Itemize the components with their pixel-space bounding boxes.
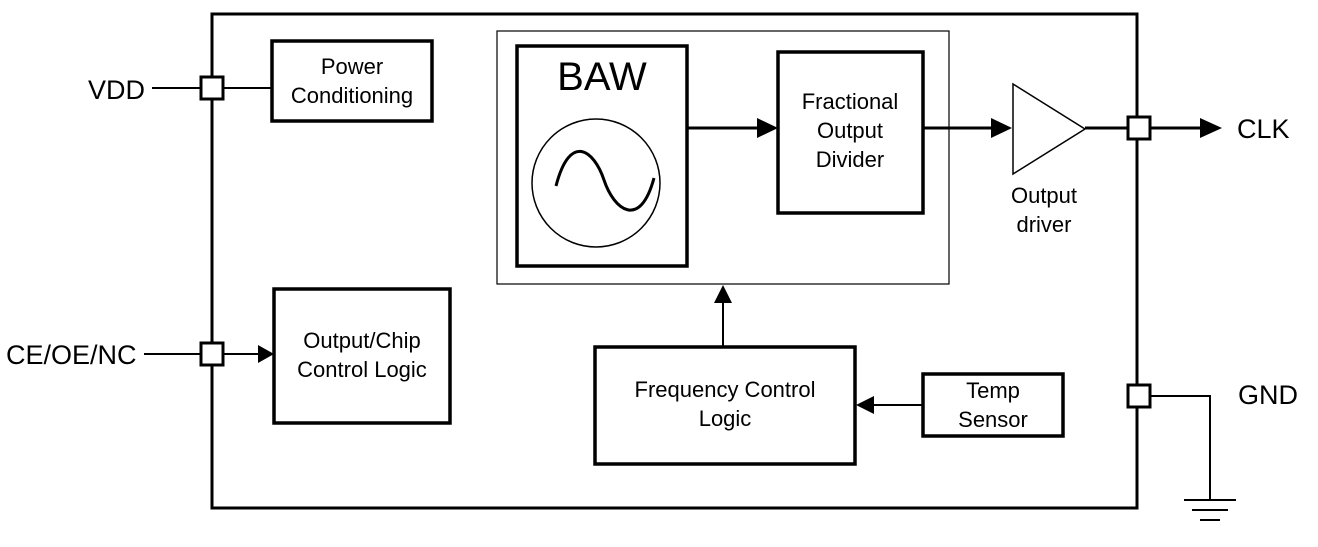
output-chip-control-label-line2: Control Logic bbox=[297, 357, 427, 382]
ce-pin bbox=[199, 341, 225, 367]
temp-sensor-block bbox=[921, 372, 1065, 438]
clk-pin bbox=[1126, 115, 1152, 141]
output-driver-label-line2: driver bbox=[1016, 212, 1071, 237]
fcl-to-osc-arrow bbox=[714, 285, 732, 303]
frequency-control-label-line1: Frequency Control bbox=[635, 377, 816, 402]
power-conditioning-label-line1: Power bbox=[321, 54, 383, 79]
frequency-control-block bbox=[593, 345, 857, 466]
gnd-label: GND bbox=[1238, 380, 1298, 410]
sine-wave-icon bbox=[554, 149, 656, 212]
oscillator-circle bbox=[531, 118, 661, 248]
power-conditioning-block bbox=[270, 39, 434, 123]
baw-label: BAW bbox=[557, 55, 647, 99]
temp-to-fcl-arrow bbox=[856, 396, 874, 414]
chip-outline bbox=[210, 12, 1139, 510]
ce-label: CE/OE/NC bbox=[6, 340, 137, 370]
ce-arrow bbox=[258, 345, 274, 363]
clk-label: CLK bbox=[1237, 114, 1290, 144]
clk-arrow bbox=[1200, 118, 1222, 138]
fractional-divider-label-line2: Output bbox=[817, 118, 883, 143]
vdd-pin bbox=[199, 75, 225, 101]
output-driver-triangle bbox=[1012, 82, 1087, 176]
power-conditioning-label-line2: Conditioning bbox=[291, 83, 413, 108]
fractional-divider-block bbox=[776, 50, 925, 215]
output-driver-label-line1: Output bbox=[1011, 183, 1077, 208]
frequency-control-label-line2: Logic bbox=[699, 406, 752, 431]
temp-sensor-label-line2: Sensor bbox=[958, 407, 1028, 432]
gnd-pin bbox=[1126, 383, 1152, 409]
fractional-divider-label-line3: Divider bbox=[816, 147, 884, 172]
fractional-divider-label-line1: Fractional bbox=[802, 89, 899, 114]
divider-to-driver-arrow bbox=[991, 118, 1012, 138]
temp-sensor-label-line1: Temp bbox=[966, 378, 1020, 403]
baw-to-divider-arrow bbox=[757, 118, 778, 138]
output-chip-control-block bbox=[272, 287, 452, 425]
ground-icon bbox=[1184, 499, 1236, 521]
output-chip-control-label-line1: Output/Chip bbox=[303, 328, 420, 353]
gnd-wire bbox=[1150, 395, 1211, 500]
vdd-label: VDD bbox=[88, 75, 145, 105]
